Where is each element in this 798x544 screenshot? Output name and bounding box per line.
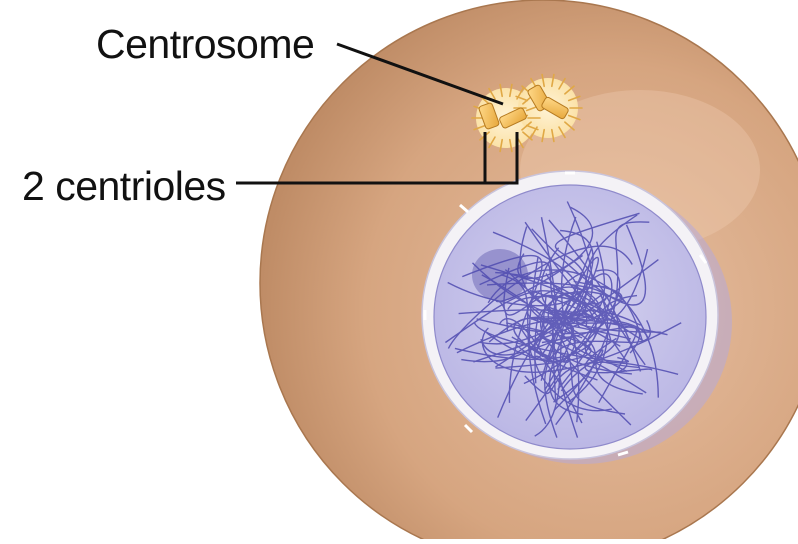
centrioles-label: 2 centrioles	[22, 166, 226, 207]
centrosome-label: Centrosome	[96, 24, 314, 65]
